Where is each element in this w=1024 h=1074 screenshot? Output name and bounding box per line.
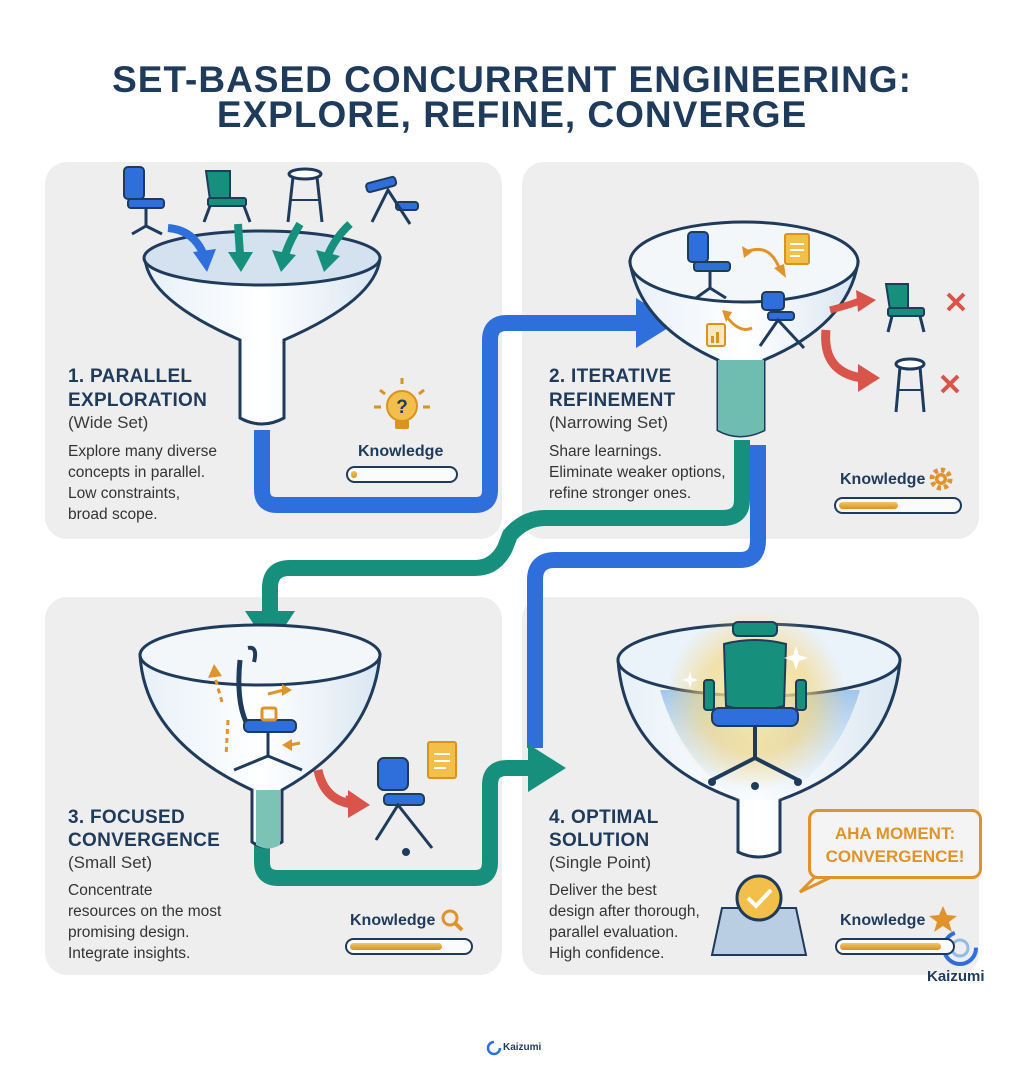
stage-1-office-chair-icon <box>123 166 165 236</box>
stage-2-heading-line-1: 2. ITERATIVE <box>549 366 672 387</box>
star-icon <box>929 906 957 932</box>
stage-1-knowledge-label: Knowledge <box>358 443 444 460</box>
stage-3-document-icon <box>427 741 457 779</box>
stage-3-knowledge-fill <box>350 943 442 950</box>
stage-2-close-icon-2 <box>940 374 960 394</box>
stage-3-knowledge-bar <box>345 938 473 955</box>
callout-line-2: CONVERGENCE! <box>825 847 965 866</box>
stage-1-heading-line-1: 1. PARALLEL <box>68 366 193 387</box>
stage-1-knowledge-bar <box>346 466 458 483</box>
stage-3-funnel <box>138 623 382 849</box>
stage-2-kneeling-chair-icon <box>758 291 806 350</box>
lightbulb-question-icon: ? <box>374 378 430 429</box>
magnifier-icon <box>441 909 464 932</box>
watermark-brand: Kaizumi <box>927 968 985 985</box>
stage-1-funnel <box>142 229 382 426</box>
stage-4-knowledge-fill <box>840 943 941 950</box>
stage-3-heading-line-1: 3. FOCUSED <box>68 807 186 828</box>
stage-1-description: Explore many diverse concepts in paralle… <box>68 443 218 523</box>
stage-2-chart-doc-icon <box>706 323 726 347</box>
stage-2-office-chair-icon <box>687 231 731 300</box>
stage-4-optimal-chair-icon <box>703 621 807 790</box>
stage-3-kneeling-chair-icon <box>374 757 434 856</box>
stage-3-ergonomic-chair-icon <box>233 645 303 772</box>
stage-4-pedestal <box>710 874 808 956</box>
page-title-line-2: EXPLORE, REFINE, CONVERGE <box>216 94 808 135</box>
stage-4-description: Deliver the best design after thorough, … <box>549 882 700 962</box>
stage-3-knowledge-label: Knowledge <box>350 912 436 929</box>
stage-2-knowledge-bar <box>834 497 962 514</box>
aha-moment-callout: AHA MOMENT: CONVERGENCE! <box>808 809 982 879</box>
stage-1-heading-line-2: EXPLORATION <box>68 390 208 411</box>
gear-icon <box>929 467 953 491</box>
stage-4-heading-line-2: SOLUTION <box>549 830 650 851</box>
stage-1-subtitle: (Wide Set) <box>68 413 149 432</box>
stage-2-subtitle: (Narrowing Set) <box>549 413 669 432</box>
stage-2-description: Share learnings. Eliminate weaker option… <box>549 443 726 502</box>
stage-1-knowledge-fill <box>351 471 357 478</box>
page-title-line-1: SET-BASED CONCURRENT ENGINEERING: <box>112 59 912 100</box>
callout-line-1: AHA MOMENT: <box>834 824 956 843</box>
flow-arrow-3-to-4 <box>254 744 566 886</box>
stage-3-discard-arrow <box>313 768 370 818</box>
stage-2-heading-line-2: REFINEMENT <box>549 390 676 411</box>
flow-arrow-2-to-4 <box>527 445 766 748</box>
stage-3-adjustment-arrows <box>208 664 301 757</box>
stage-4-heading-line-1: 4. OPTIMAL <box>549 807 659 828</box>
sparkle-icon <box>682 646 808 688</box>
stage-2-eliminated-stool-icon <box>821 329 926 413</box>
stage-4-knowledge-bar <box>835 938 955 955</box>
footer-logo-icon <box>486 1040 502 1056</box>
stage-3-description: Concentrate resources on the most promis… <box>68 882 222 962</box>
stage-1-stool-icon <box>286 167 324 223</box>
stage-2-document-icon <box>784 233 810 265</box>
stage-2-knowledge-fill <box>839 502 898 509</box>
footer-brand: Kaizumi <box>503 1042 542 1053</box>
flow-arrow-1-to-2 <box>254 298 676 513</box>
stage-4-knowledge-label: Knowledge <box>840 912 926 929</box>
stage-1-kneeling-chair-icon <box>365 175 419 225</box>
stage-2-eliminated-armchair-icon <box>829 283 926 333</box>
stage-2-close-icon-1 <box>946 292 966 312</box>
stage-2-knowledge-label: Knowledge <box>840 471 926 488</box>
stage-1-input-arrows <box>167 221 353 272</box>
stage-2-exchange-arrows <box>722 246 786 331</box>
svg-text:?: ? <box>396 397 408 418</box>
stage-3-subtitle: (Small Set) <box>68 853 153 872</box>
stage-3-heading-line-2: CONVERGENCE <box>68 830 221 851</box>
stage-1-armchair-icon <box>202 170 252 223</box>
stage-4-subtitle: (Single Point) <box>549 853 652 872</box>
